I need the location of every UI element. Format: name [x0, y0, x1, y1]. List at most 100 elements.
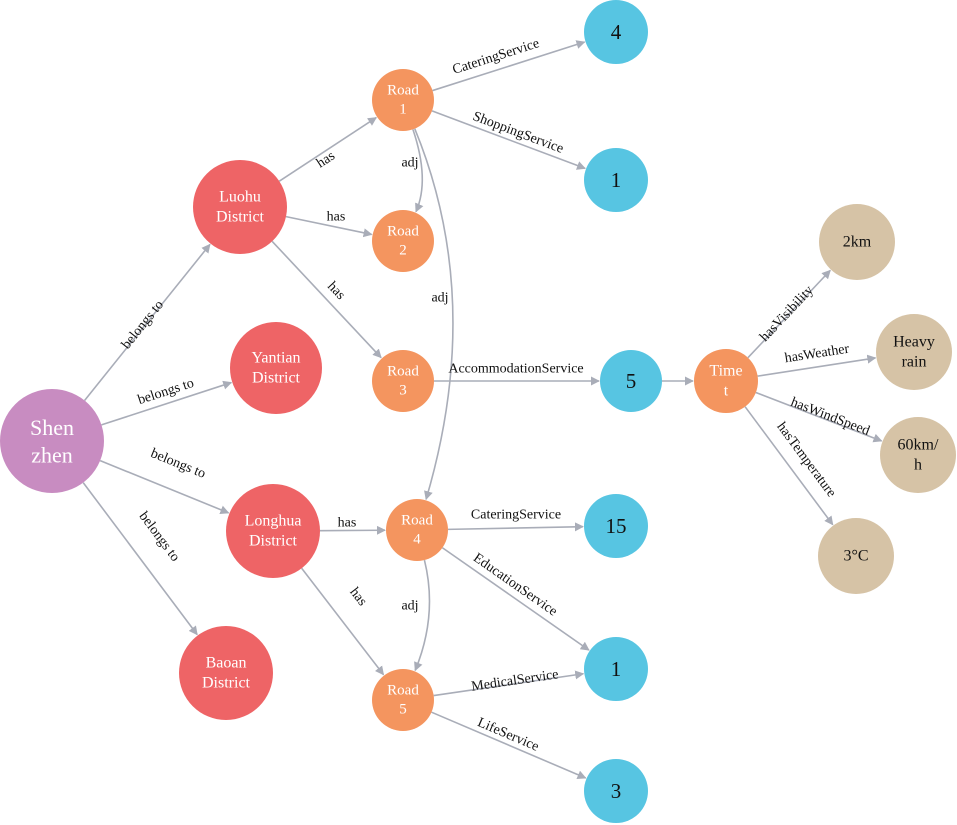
node-svc5: 5: [600, 350, 662, 412]
node-label-road5: Road: [387, 683, 419, 699]
edge-shenzhen-longhua: [99, 459, 230, 515]
edge-label-longhua-road5: has: [346, 585, 369, 609]
edge-shenzhen-baoan: [82, 482, 198, 636]
edge-label-road1-svc1a: ShoppingService: [471, 109, 566, 157]
node-label-yantian: District: [252, 370, 301, 387]
node-label-shenzhen: Shen: [30, 415, 74, 440]
edge-road1-road2: [412, 129, 424, 213]
edge-label-road1-road2: adj: [401, 156, 418, 171]
edge-road4-road5: [414, 559, 431, 672]
node-label-road2: 2: [399, 242, 407, 258]
node-circle-baoan: [179, 626, 273, 720]
node-label-temp: 3°C: [843, 548, 868, 565]
node-label-road4: 4: [413, 531, 421, 547]
node-circle-longhua: [226, 484, 320, 578]
edge-shenzhen-yantian: [101, 380, 233, 426]
node-label-road1: Road: [387, 83, 419, 99]
node-svc1a: 1: [584, 148, 648, 212]
node-label-svc15: 15: [606, 514, 627, 538]
edge-label-road4-road5: adj: [401, 599, 418, 614]
node-label-road1: 1: [399, 101, 407, 117]
node-label-shenzhen: zhen: [31, 442, 73, 467]
node-circle-svc1a: [584, 148, 648, 212]
edge-luohu-road1: [278, 116, 378, 182]
node-circle-svc4: [584, 0, 648, 64]
edge-road1-svc1a: [431, 110, 586, 170]
node-label-road2: Road: [387, 224, 419, 240]
edge-label-road1-svc4: CateringService: [451, 36, 541, 78]
edge-label-luohu-road1: has: [314, 149, 338, 172]
node-vis: 2km: [819, 204, 895, 280]
edge-label-road4-svc15: CateringService: [471, 508, 561, 523]
node-svc1b: 1: [584, 637, 648, 701]
edge-label-time-vis: hasVisibility: [757, 283, 816, 345]
edge-shenzhen-luohu: [83, 243, 211, 401]
edge-label-shenzhen-baoan: belongs to: [136, 509, 183, 564]
node-label-road3: 3: [399, 382, 407, 398]
edge-label-luohu-road3: has: [324, 279, 348, 303]
node-label-svc1a: 1: [611, 168, 622, 192]
node-circle-time: [694, 349, 758, 413]
node-label-svc5: 5: [626, 369, 637, 393]
edge-label-luohu-road2: has: [327, 210, 346, 225]
node-label-wind: h: [914, 457, 922, 474]
node-label-wind: 60km/: [898, 437, 939, 454]
node-road2: Road 2: [372, 210, 434, 272]
edge-label-shenzhen-longhua: belongs to: [148, 446, 207, 482]
node-label-baoan: District: [202, 675, 251, 692]
edge-label-road5-svc1b: MedicalService: [470, 667, 559, 694]
node-circle-luohu: [193, 160, 287, 254]
node-svc3: 3: [584, 759, 648, 823]
edge-label-road4-svc1b: EducationService: [470, 551, 560, 620]
node-circle-wind: [880, 417, 956, 493]
node-circle-road5: [372, 669, 434, 731]
node-road5: Road 5: [372, 669, 434, 731]
node-label-road4: Road: [401, 513, 433, 529]
node-temp: 3°C: [818, 518, 894, 594]
edge-label-time-wind: hasWindSpeed: [788, 395, 871, 439]
node-circle-svc3: [584, 759, 648, 823]
node-label-baoan: Baoan: [206, 655, 247, 672]
node-label-luohu: Luohu: [219, 189, 261, 206]
edges-layer: [82, 40, 883, 779]
edge-luohu-road3: [271, 240, 382, 359]
node-label-weather: Heavy: [893, 334, 935, 351]
edge-label-road1-road4: adj: [431, 291, 448, 306]
node-road1: Road 1: [372, 69, 434, 131]
node-time: Time t: [694, 349, 758, 413]
node-label-vis: 2km: [843, 234, 872, 251]
edge-road5-svc1b: [433, 670, 585, 697]
node-label-road5: 5: [399, 701, 407, 717]
node-road4: Road 4: [386, 499, 448, 561]
node-circle-road4: [386, 499, 448, 561]
node-svc15: 15: [584, 494, 648, 558]
node-label-yantian: Yantian: [251, 350, 300, 367]
node-wind: 60km/h: [880, 417, 956, 493]
node-label-road3: Road: [387, 364, 419, 380]
node-road3: Road 3: [372, 350, 434, 412]
edge-road4-svc1b: [441, 547, 590, 651]
edge-longhua-road5: [301, 567, 385, 676]
node-circle-weather: [876, 314, 952, 390]
node-label-longhua: Longhua: [245, 513, 302, 530]
edge-road5-svc3: [431, 711, 587, 779]
edge-time-wind: [755, 391, 883, 443]
edge-road4-svc15: [447, 522, 584, 532]
node-circle-road1: [372, 69, 434, 131]
edge-label-shenzhen-luohu: belongs to: [119, 298, 167, 353]
node-label-time: t: [724, 383, 729, 400]
edge-time-vis: [747, 269, 831, 359]
edge-label-longhua-road4: has: [338, 516, 357, 531]
node-circle-shenzhen: [0, 389, 104, 493]
node-label-longhua: District: [249, 533, 298, 550]
edge-label-road3-svc5: AccommodationService: [448, 362, 583, 377]
node-circle-temp: [818, 518, 894, 594]
node-label-time: Time: [709, 363, 742, 380]
edge-luohu-road2: [285, 215, 373, 238]
